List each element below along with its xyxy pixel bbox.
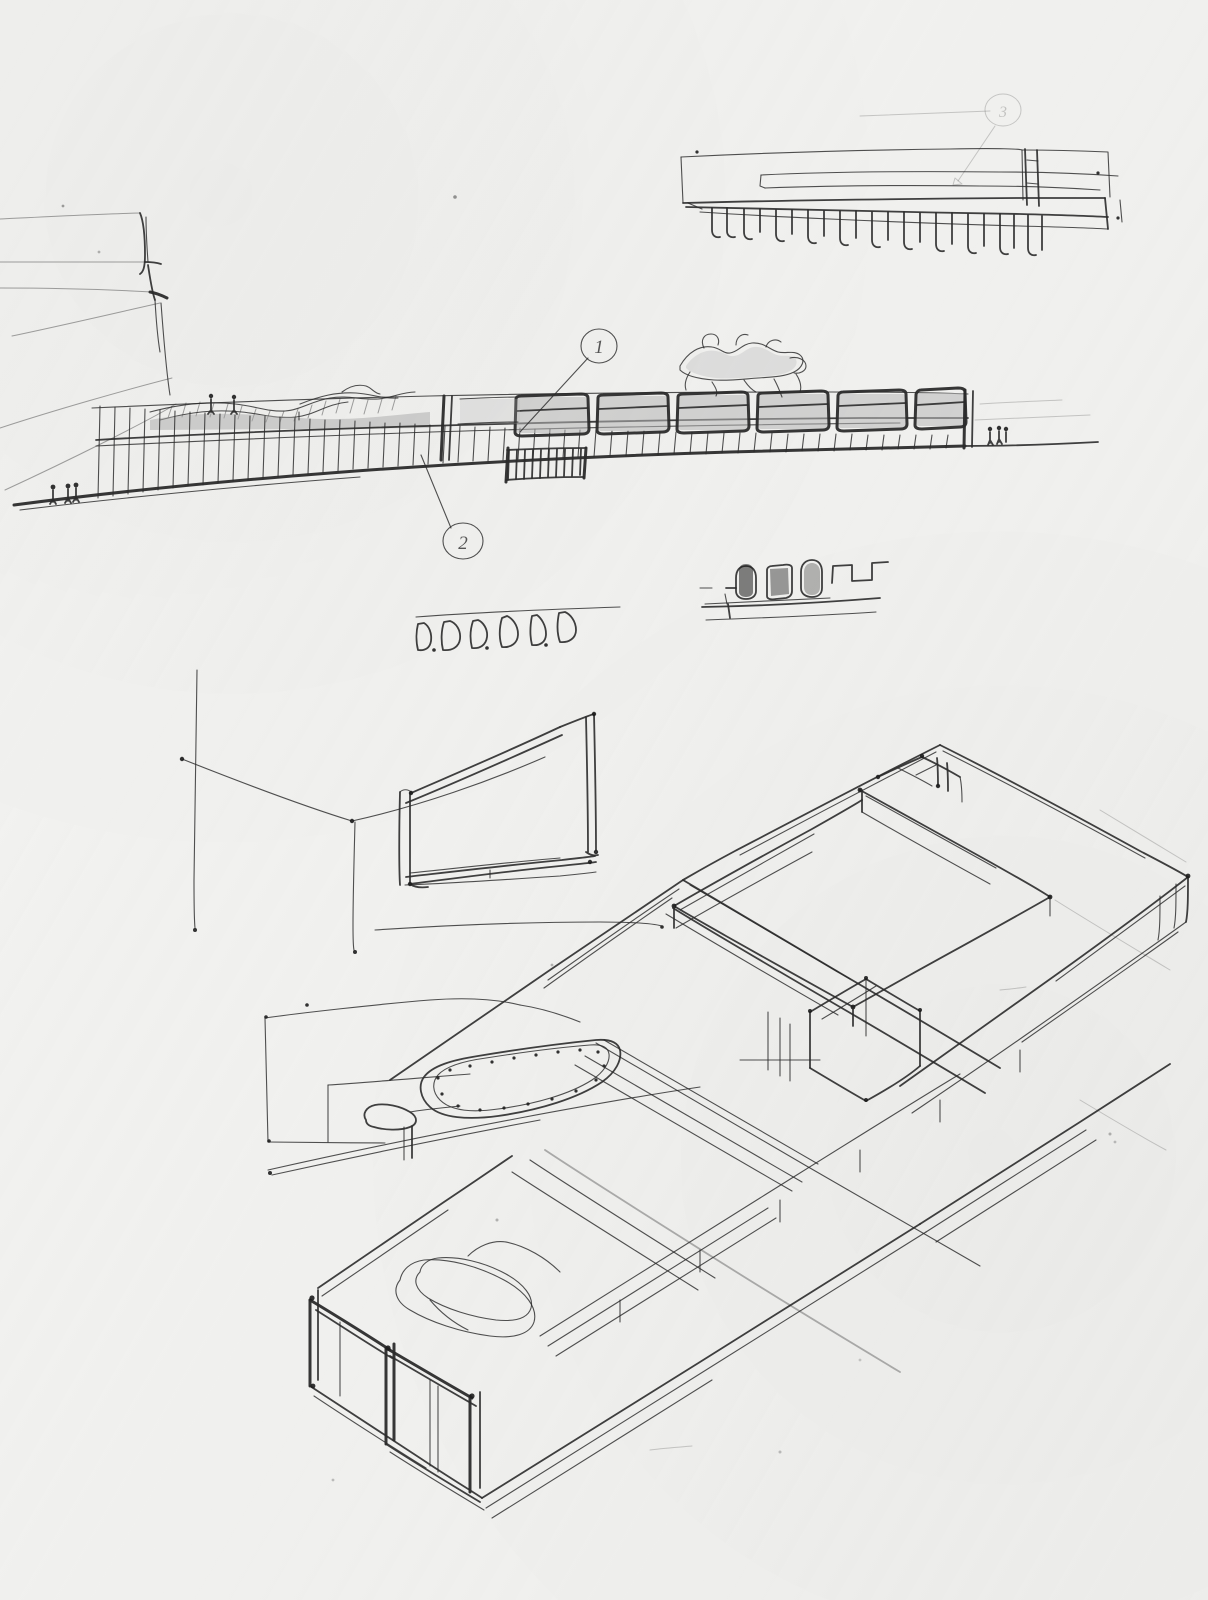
axo-interior-rounded bbox=[395, 1241, 561, 1338]
colonnade-piers bbox=[97, 405, 949, 499]
section-hangers bbox=[711, 207, 1043, 257]
plan-diagram-serpentine bbox=[699, 559, 889, 621]
callout-3-label: 3 bbox=[998, 104, 1007, 121]
callout-1-label: 1 bbox=[594, 337, 604, 358]
axo-main-bar bbox=[308, 744, 1191, 1519]
roof-tree-cluster bbox=[679, 333, 807, 398]
axo-rounded-pool bbox=[363, 1038, 622, 1161]
axo-flank-ticks bbox=[619, 1049, 1021, 1323]
paper-specks bbox=[331, 195, 1117, 1482]
stepped-terrace-fragment bbox=[0, 204, 177, 491]
building-axonometric bbox=[264, 744, 1191, 1519]
elevation-figures-left bbox=[49, 482, 80, 505]
interior-window-perspective bbox=[179, 669, 664, 954]
clerestory-window-boxes bbox=[457, 386, 974, 450]
long-building-elevation bbox=[12, 333, 1099, 511]
axo-plan-pad bbox=[264, 998, 581, 1144]
colonnade-dark-bay bbox=[507, 448, 582, 481]
roof-landscape-right bbox=[299, 384, 399, 405]
callout-1: 1 bbox=[519, 328, 618, 433]
callout-3: 3 bbox=[859, 93, 1022, 186]
roof-edge-section-detail bbox=[680, 148, 1123, 257]
axo-near-end-block bbox=[308, 1155, 513, 1511]
plan-diagram-pods bbox=[415, 606, 621, 652]
callout-2: 2 bbox=[420, 454, 484, 560]
callout-2-label: 2 bbox=[458, 533, 468, 554]
elevation-figures-right bbox=[987, 425, 1009, 446]
